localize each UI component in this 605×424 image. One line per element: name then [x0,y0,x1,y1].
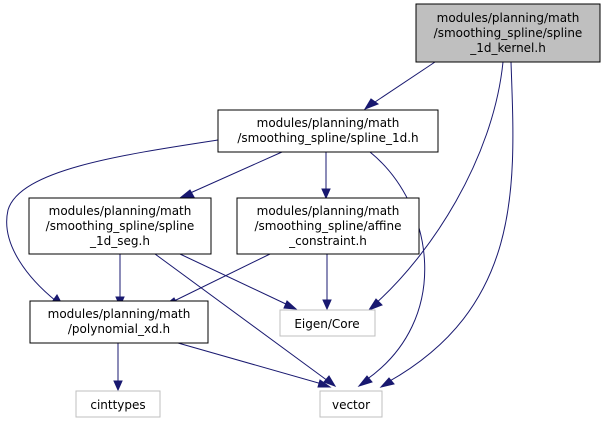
node-box [29,300,209,344]
node-label-line: /smoothing_spline/spline_1d.h [237,131,418,145]
node-label-line: _1d_seg.h [89,234,150,248]
edge-poly-to-vector-arrowhead [317,379,332,388]
edge-spline1d-to-vector-arrowhead [357,375,373,387]
edge-kernel-to-vector-arrowhead [379,377,395,388]
node-cinttypes: cinttypes [75,390,161,418]
edge-seg-to-vector [154,253,329,382]
node-label-line: modules/planning/math [49,204,192,218]
node-box [217,109,439,153]
node-box [75,390,161,418]
edge-kernel-to-spline1d [371,61,436,105]
edge-kernel-to-spline1d-arrowhead [363,98,380,110]
node-label-line: cinttypes [90,398,145,412]
edge-kernel-to-eigen-arrowhead [367,298,383,312]
node-label-line: /smoothing_spline/spline [46,219,195,233]
node-eigen-core: Eigen/Core [279,309,376,337]
edges [6,61,514,392]
edge-seg-to-vector-arrowhead [323,375,337,387]
node-affine-constraint[interactable]: modules/planning/math /smoothing_spline/… [236,197,420,255]
node-label-line: modules/planning/math [257,204,400,218]
edge-kernel-to-vector [387,61,514,383]
edge-poly-to-vector [177,342,323,385]
nodes: modules/planning/math /smoothing_spline/… [28,3,601,418]
node-label-line: _constraint.h [288,234,367,248]
edge-spline1d-to-seg-arrowhead [178,189,195,199]
edge-seg-to-eigen-arrowhead [283,300,298,310]
node-spline-1d-seg[interactable]: modules/planning/math /smoothing_spline/… [28,197,212,255]
edge-spline1d-to-vector [365,151,426,381]
node-box [279,309,376,337]
node-label-line: vector [332,398,370,412]
node-box [319,390,383,418]
node-box [28,197,212,255]
node-box [236,197,420,255]
node-label-line: modules/planning/math [257,116,400,130]
node-label-line: /smoothing_spline/affine [254,219,401,233]
edge-spline1d-to-poly [6,139,219,302]
node-box [415,3,601,63]
edge-kernel-to-eigen [374,61,504,305]
node-label-line: _1d_kernel.h [469,41,546,55]
node-spline-1d-kernel[interactable]: modules/planning/math /smoothing_spline/… [415,3,601,63]
node-vector: vector [319,390,383,418]
edge-poly-to-cinttypes-arrowhead [113,380,123,392]
node-polynomial-xd[interactable]: modules/planning/math /polynomial_xd.h [29,300,209,344]
edge-spline1d-to-affine-arrowhead [321,188,331,200]
edge-spline1d-to-seg [187,151,283,195]
edge-affine-to-eigen-arrowhead [322,299,332,311]
node-label-line: Eigen/Core [294,317,359,331]
node-label-line: /polynomial_xd.h [68,322,170,336]
node-spline-1d[interactable]: modules/planning/math /smoothing_spline/… [217,109,439,153]
node-label-line: modules/planning/math [48,307,191,321]
node-label-line: /smoothing_spline/spline [434,26,583,40]
edge-affine-to-poly [171,253,271,303]
edge-seg-to-eigen [179,253,289,306]
node-label-line: modules/planning/math [437,11,580,25]
